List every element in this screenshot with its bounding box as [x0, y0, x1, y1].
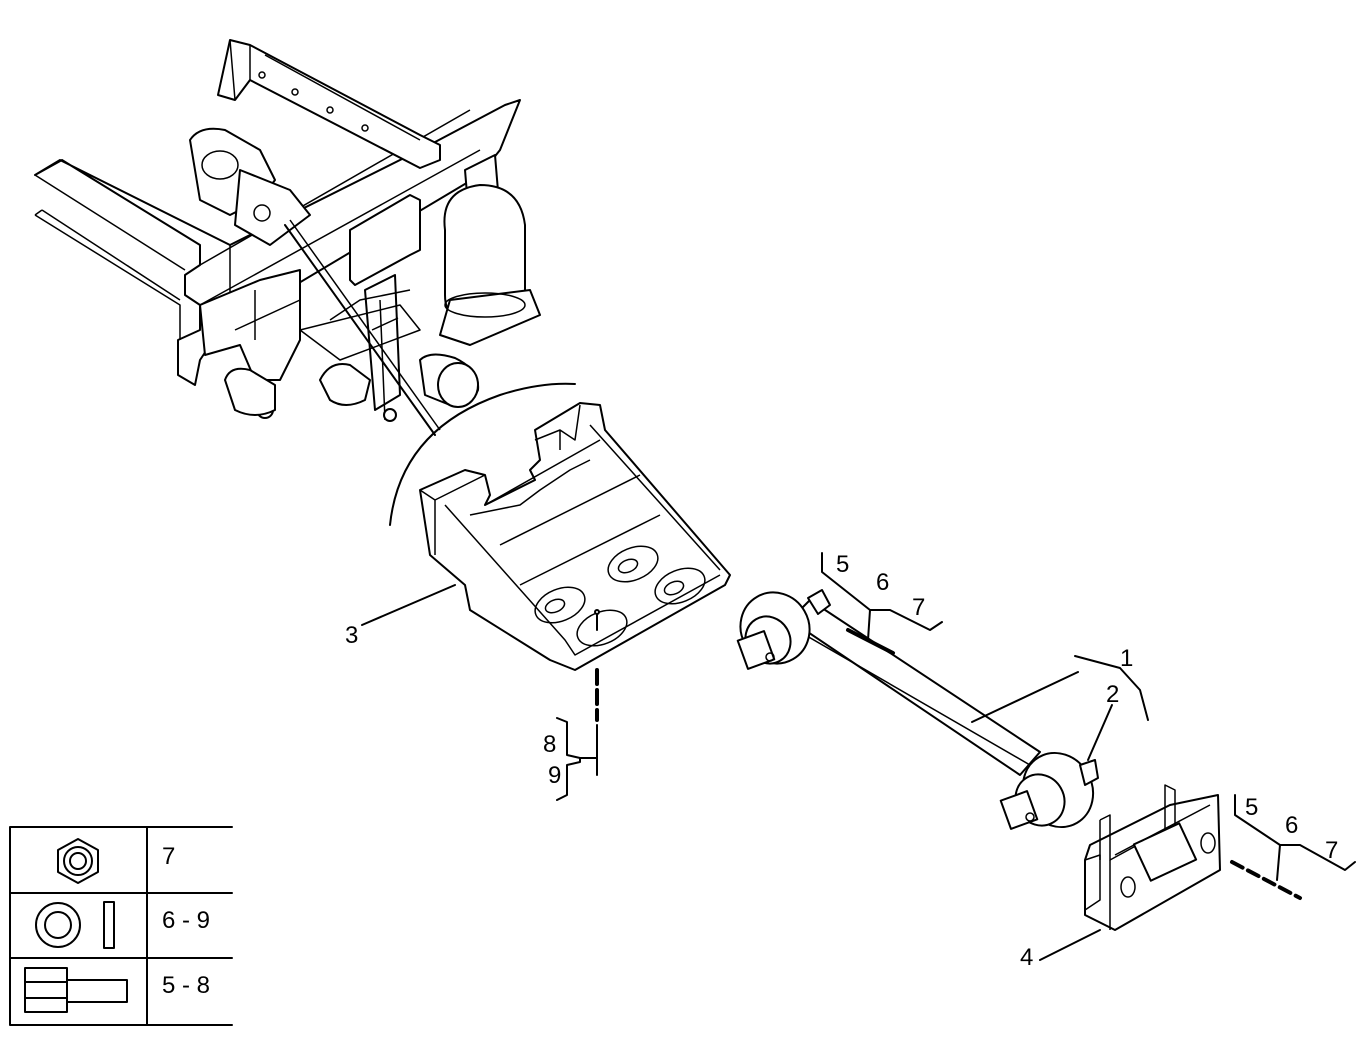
- callout-5-upper: 5: [836, 551, 849, 578]
- hex-nut-icon: [57, 838, 99, 884]
- mounting-plate-part-4: [1084, 784, 1221, 931]
- callout-6-upper: 6: [876, 569, 889, 596]
- legend-label-nut: 7: [162, 843, 175, 870]
- callout-8: 8: [543, 731, 556, 758]
- callout-7-lower: 7: [1325, 837, 1338, 864]
- legend-label-washer: 6 - 9: [162, 907, 210, 934]
- detail-arc: [389, 382, 576, 526]
- legend-label-bolt: 5 - 8: [162, 972, 210, 999]
- callout-3: 3: [345, 622, 358, 649]
- bracket-part-3: [419, 402, 731, 776]
- callout-9: 9: [548, 762, 561, 789]
- torque-rod-part-1: [736, 589, 1099, 830]
- callout-1: 1: [1120, 645, 1133, 672]
- callout-2: 2: [1106, 681, 1119, 708]
- callout-5-lower: 5: [1245, 794, 1258, 821]
- hardware-legend: 7 6 - 9 5 - 8: [9, 826, 233, 1026]
- callout-4: 4: [1020, 944, 1033, 971]
- washer-icon: [35, 901, 115, 949]
- callout-6-lower: 6: [1285, 812, 1298, 839]
- bolt-icon: [24, 967, 128, 1013]
- callout-7-upper: 7: [912, 594, 925, 621]
- chassis-assembly: [34, 39, 541, 436]
